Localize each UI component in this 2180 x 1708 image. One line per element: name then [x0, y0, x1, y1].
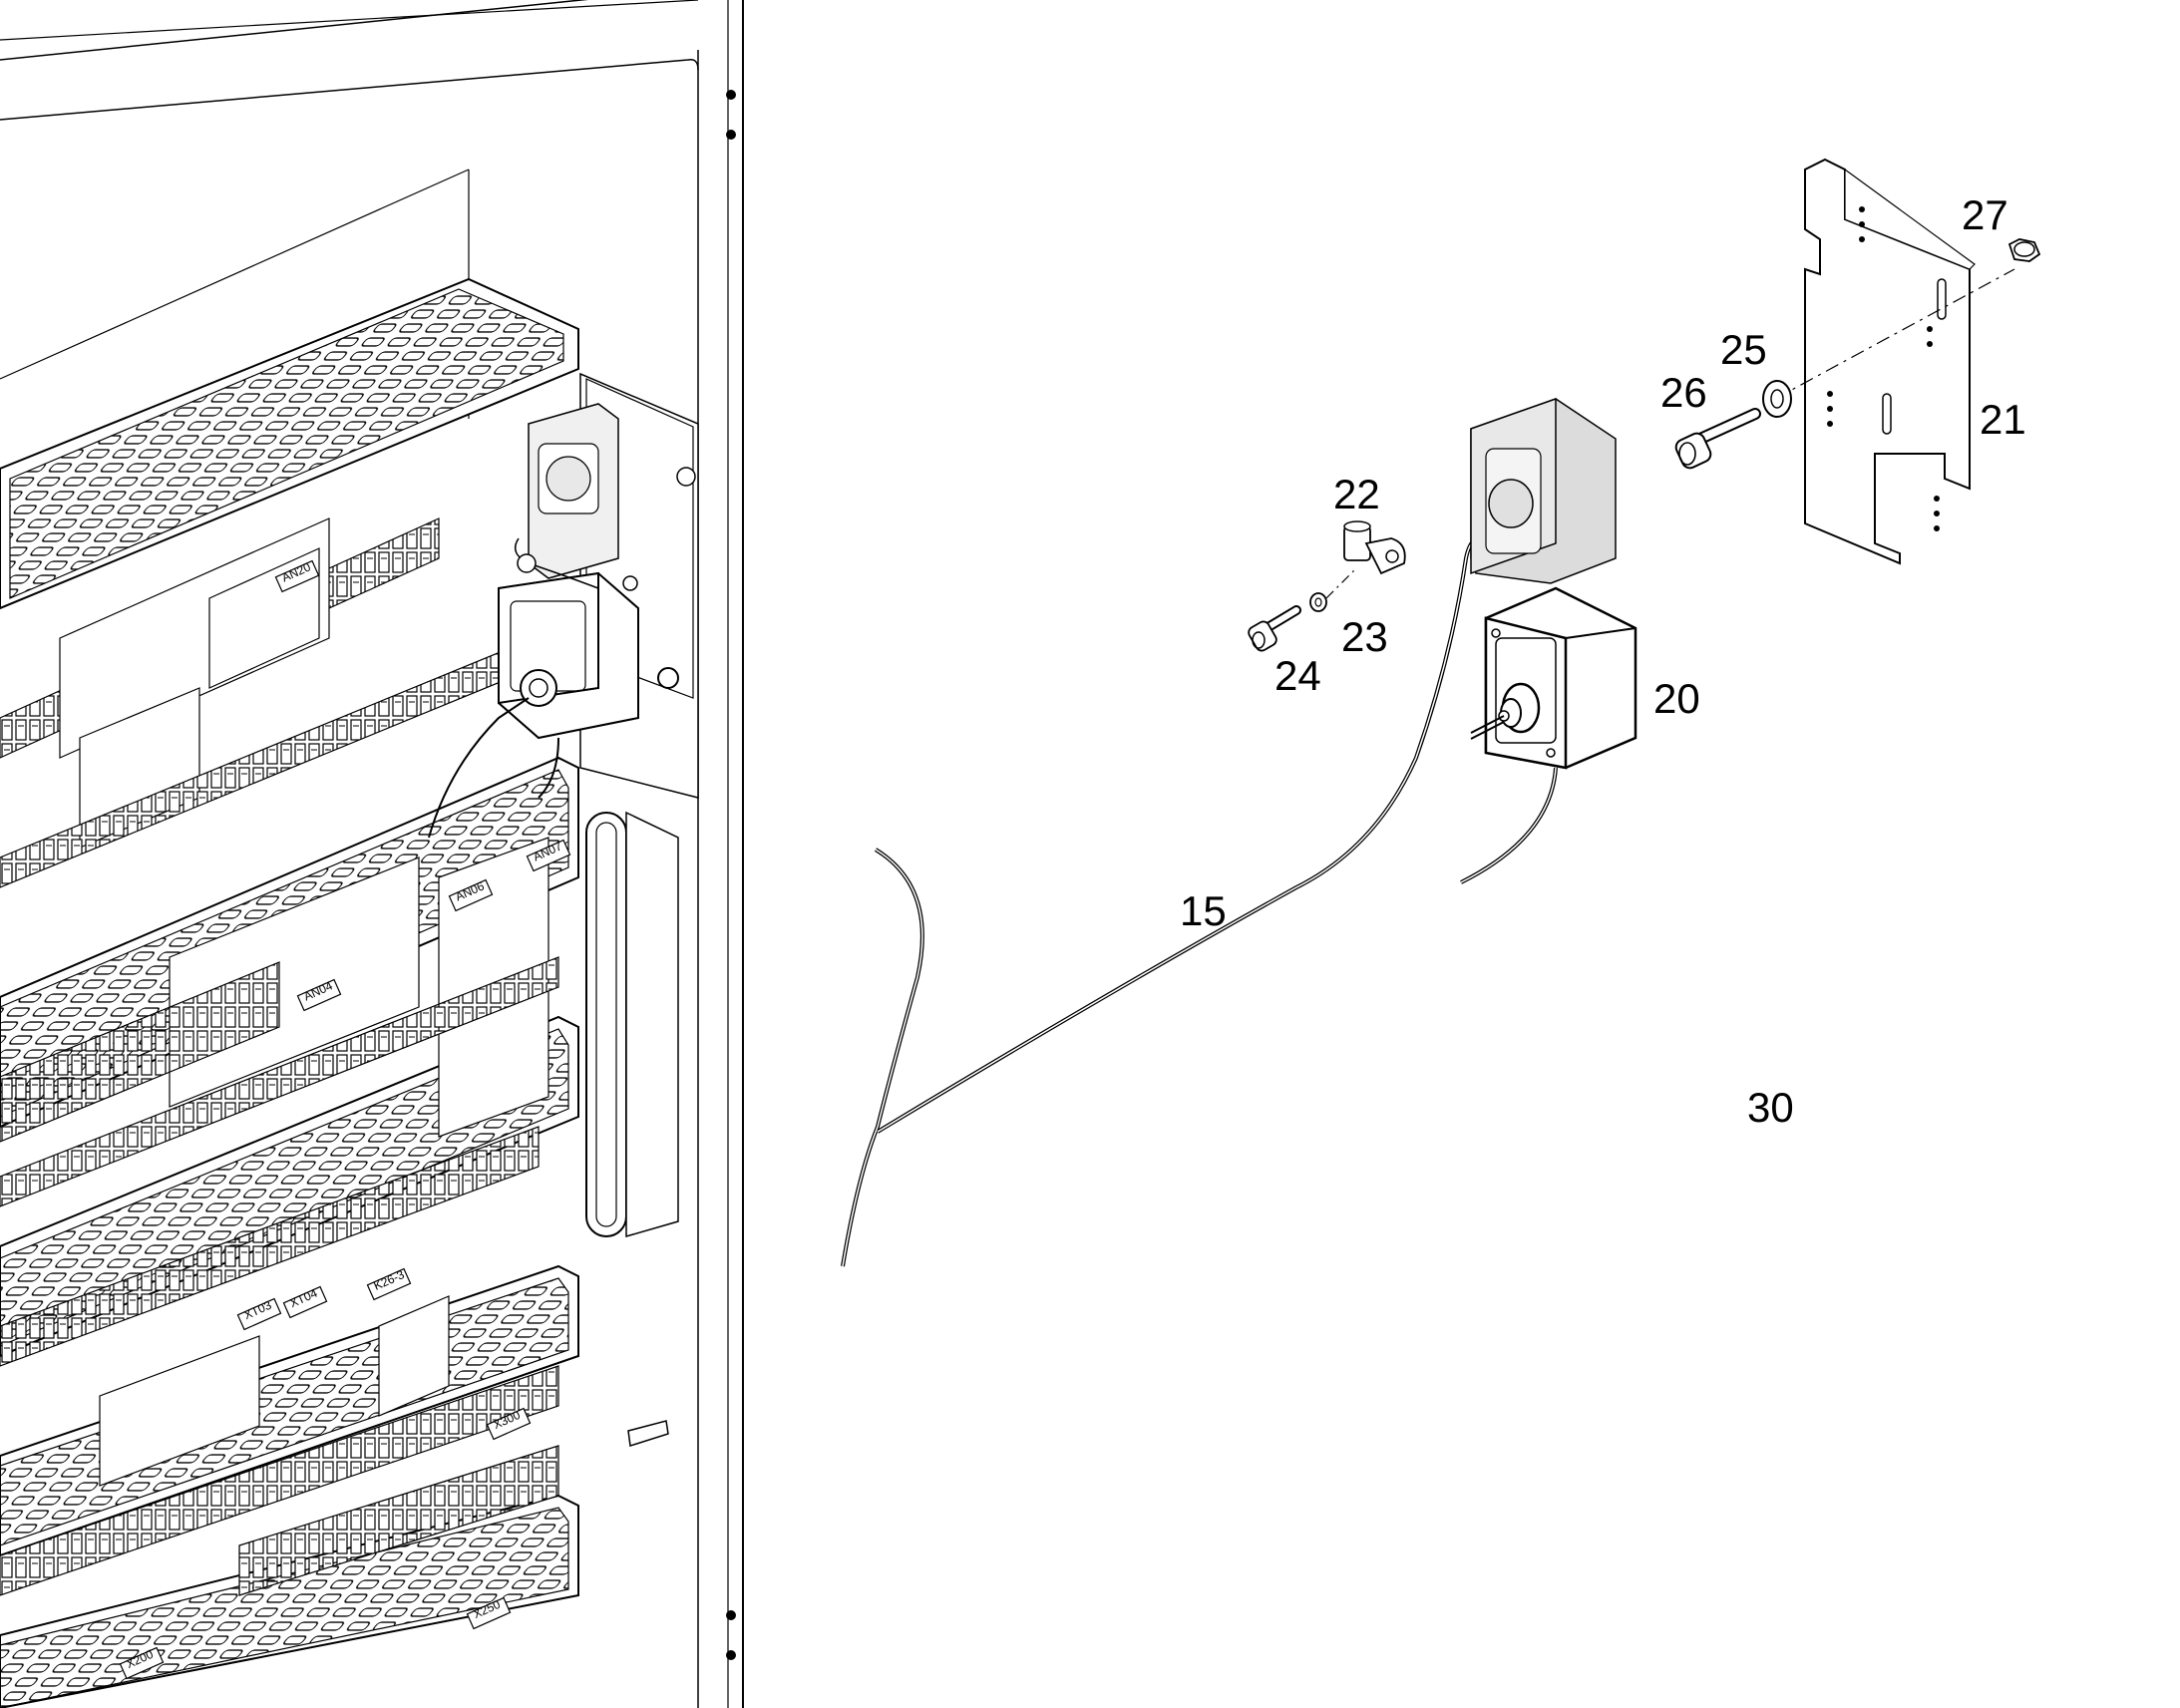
- buzzer-unit: [1470, 397, 1617, 584]
- callout-20: 20: [1653, 675, 1700, 722]
- callout-27: 27: [1962, 191, 2008, 238]
- screw-26: [1674, 408, 1761, 470]
- fastener-set-22-24: [1248, 520, 1406, 652]
- callout-24: 24: [1274, 652, 1321, 699]
- callout-15: 15: [1180, 887, 1227, 934]
- control-cabinet: [0, 0, 744, 1708]
- washer-25: [1762, 380, 1792, 418]
- callout-23: 23: [1341, 613, 1388, 660]
- bracket-21: [1774, 158, 2015, 565]
- callout-30: 30: [1747, 1084, 1794, 1131]
- callout-22: 22: [1333, 471, 1380, 517]
- callout-26: 26: [1660, 369, 1707, 416]
- nut-27: [2007, 238, 2041, 262]
- switch-box-20: [1460, 586, 1637, 884]
- callout-25: 25: [1720, 326, 1767, 373]
- callout-21: 21: [1980, 396, 2026, 443]
